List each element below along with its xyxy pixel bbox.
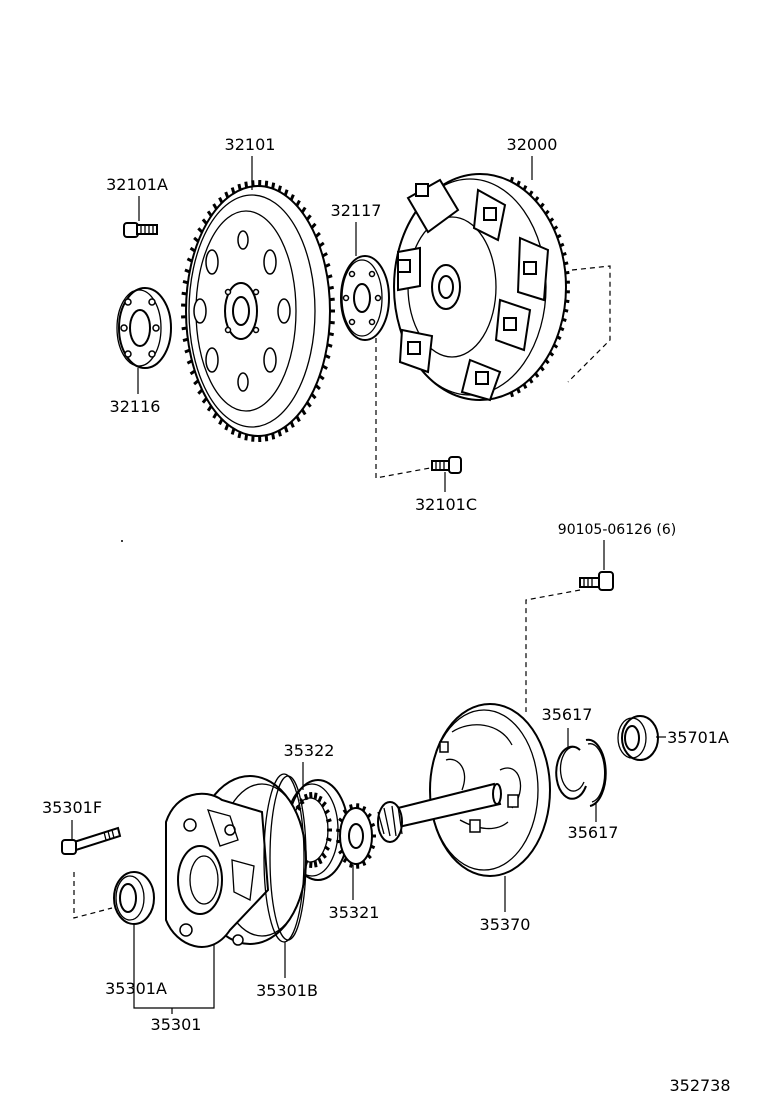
- part-labels: 32101 32101A 32116 32117 32000 32101C 90…: [42, 135, 731, 1095]
- dashed-32000-guide: [567, 265, 611, 383]
- scan-dot: [121, 540, 123, 542]
- label-35617-lower[interactable]: 35617: [568, 823, 619, 842]
- torque-converter-32000-drawing: [393, 173, 570, 402]
- snapring-35617a-drawing: [555, 745, 587, 800]
- label-35301[interactable]: 35301: [151, 1015, 202, 1034]
- reference-number: 352738: [669, 1076, 730, 1095]
- label-32117[interactable]: 32117: [331, 201, 382, 220]
- bolt-90105-drawing: [579, 571, 614, 591]
- flywheel-32101-drawing: [181, 179, 335, 443]
- spacer-32116-drawing: [116, 287, 172, 369]
- snapring-35617b-drawing: [585, 738, 607, 807]
- label-32101A[interactable]: 32101A: [106, 175, 168, 194]
- dashed-90105-guide: [525, 589, 581, 712]
- seal-35301A-drawing: [113, 871, 155, 925]
- label-35301A[interactable]: 35301A: [105, 979, 167, 998]
- bracket-35301: [133, 944, 215, 1009]
- label-35701A[interactable]: 35701A: [667, 728, 729, 747]
- label-90105-06126[interactable]: 90105-06126 (6): [558, 522, 676, 538]
- label-35301B[interactable]: 35301B: [256, 981, 318, 1000]
- label-32101C[interactable]: 32101C: [415, 495, 477, 514]
- label-35301F[interactable]: 35301F: [42, 798, 102, 817]
- pump-body-35301-drawing: [165, 775, 307, 948]
- label-35617-upper[interactable]: 35617: [542, 705, 593, 724]
- bearing-35701A-drawing: [617, 715, 659, 761]
- label-35370[interactable]: 35370: [480, 915, 531, 934]
- bolt-32101C-drawing: [431, 456, 462, 474]
- plate-32117-drawing: [340, 255, 390, 341]
- bolt-35301F-drawing: [61, 826, 122, 855]
- label-32101[interactable]: 32101: [225, 135, 276, 154]
- bolt-32101A-drawing: [123, 222, 158, 238]
- dashed-32101C-guide: [375, 338, 431, 479]
- oring-35301B-drawing: [263, 773, 307, 943]
- label-32000[interactable]: 32000: [507, 135, 558, 154]
- dashed-35301F-guide: [73, 872, 113, 919]
- stator-35370-drawing: [377, 703, 551, 877]
- label-32116[interactable]: 32116: [110, 397, 161, 416]
- gear-35321-drawing: [335, 803, 376, 869]
- label-35321[interactable]: 35321: [329, 903, 380, 922]
- label-35322[interactable]: 35322: [284, 741, 335, 760]
